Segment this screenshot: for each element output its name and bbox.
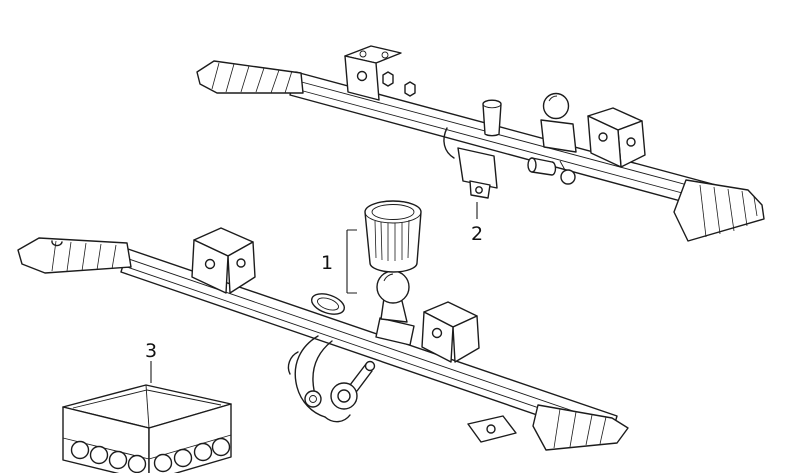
callout-1: 1 <box>321 229 357 294</box>
mount-bracket-b <box>421 301 480 363</box>
crossbar-2-hanger-bracket <box>457 147 498 199</box>
crossbar-2-mount-bracket-right <box>587 107 646 168</box>
mount-bracket-a <box>191 227 256 294</box>
spacer-cylinder <box>527 157 557 176</box>
crossbar-1-right-end-plate <box>532 404 629 451</box>
callout-2-label: 2 <box>471 223 483 245</box>
callout-2: 2 <box>471 202 483 245</box>
crossbar-assembly-1 <box>17 200 629 451</box>
tow-ball <box>376 270 410 304</box>
bushing-cylinder <box>482 99 502 137</box>
knob-ball <box>559 160 576 185</box>
foot-bracket <box>467 415 517 443</box>
crossbar-2-right-end-plate <box>673 179 765 242</box>
callout-3-label: 3 <box>145 340 157 362</box>
hook-clip <box>443 127 455 159</box>
crossbar-2-ball-riser <box>540 119 577 153</box>
ball-cover-cap <box>364 200 422 273</box>
crossbar-2-left-end-plate <box>196 60 304 94</box>
crossbar-1-left-end-plate <box>17 237 132 274</box>
crossbar-2-mount-bracket-left <box>344 45 402 101</box>
callout-1-label: 1 <box>321 252 333 274</box>
crossbar-2-tow-ball <box>542 92 570 120</box>
crossbar-assembly-2 <box>196 45 765 242</box>
grommet-oval <box>310 293 346 315</box>
parts-kit-box <box>62 384 232 473</box>
hex-bolts <box>382 71 416 97</box>
callout-3: 3 <box>145 340 157 383</box>
box-contents-rollers <box>70 437 231 473</box>
detachable-coupling <box>287 335 376 423</box>
ball-mount-block <box>375 297 415 346</box>
